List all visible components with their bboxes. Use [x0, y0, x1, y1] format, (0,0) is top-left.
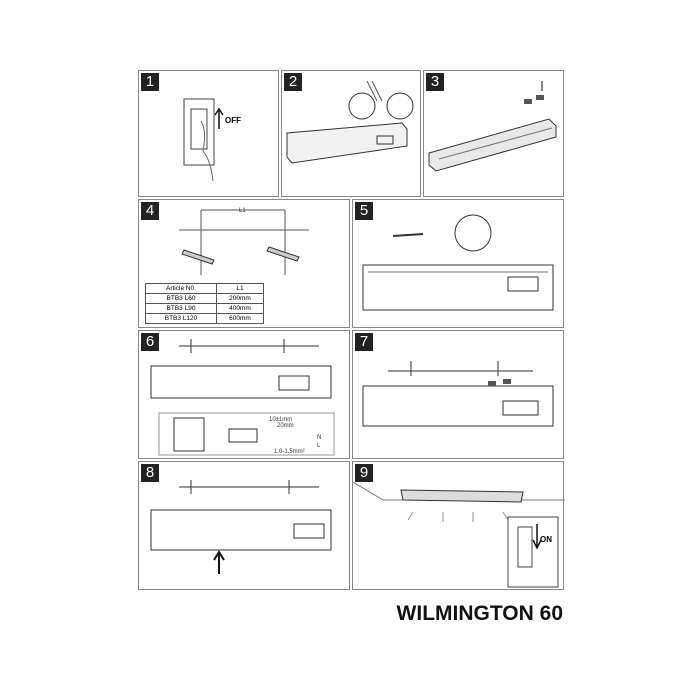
step-number: 5 [355, 202, 373, 220]
step-3-panel: 3 [423, 70, 564, 197]
cell: BTB3 L60 [145, 293, 217, 304]
step-7-panel: 7 [352, 330, 564, 459]
fixture-mount-illustration [150, 480, 332, 574]
table-header: L1 [216, 283, 264, 294]
switch-off-illustration: OFF [183, 98, 241, 182]
step-9-panel: 9 ON [352, 461, 565, 590]
step-6-panel: 6 10±1mm 20mm N L 1.0-1.5mm² [138, 330, 350, 459]
wire-section-label: 1.0-1.5mm² [274, 449, 305, 455]
step-2-panel: 2 [281, 70, 421, 197]
step-number: 2 [284, 73, 302, 91]
switch-on-illustration: ON [353, 481, 565, 588]
neutral-label: N [317, 435, 321, 441]
l1-dimension: L1 [239, 208, 246, 214]
step-number: 6 [141, 333, 159, 351]
live-label: L [317, 443, 321, 449]
product-title: WILMINGTON 60 [396, 602, 563, 625]
cell: 600mm [216, 313, 264, 324]
step-number: 3 [426, 73, 444, 91]
on-label: ON [540, 535, 552, 544]
table-header: Article N0. [145, 283, 217, 294]
strip-length-label: 10±1mm [269, 417, 292, 423]
cell: BTB3 L120 [145, 313, 217, 324]
bracket-mounting-illustration: L1 [179, 208, 309, 275]
step-number: 7 [355, 333, 373, 351]
step-8-panel: 8 [138, 461, 350, 590]
step-number: 8 [141, 464, 159, 482]
cell: 200mm [216, 293, 264, 304]
cover-reattach-illustration [362, 361, 554, 427]
step-1-panel: 1 OFF [138, 70, 279, 197]
length-label: 20mm [277, 423, 294, 429]
disassembly-illustration [286, 80, 414, 164]
step-number: 9 [355, 464, 373, 482]
off-label: OFF [225, 116, 241, 125]
connection-illustration: 10±1mm 20mm N L 1.0-1.5mm² [150, 339, 335, 456]
cell: BTB3 L90 [145, 303, 217, 314]
step-number: 4 [141, 202, 159, 220]
wiring-illustration [362, 214, 554, 311]
step-5-panel: 5 [352, 199, 564, 328]
cell: 400mm [216, 303, 264, 314]
step-number: 1 [141, 73, 159, 91]
cover-removal-illustration [428, 81, 557, 172]
